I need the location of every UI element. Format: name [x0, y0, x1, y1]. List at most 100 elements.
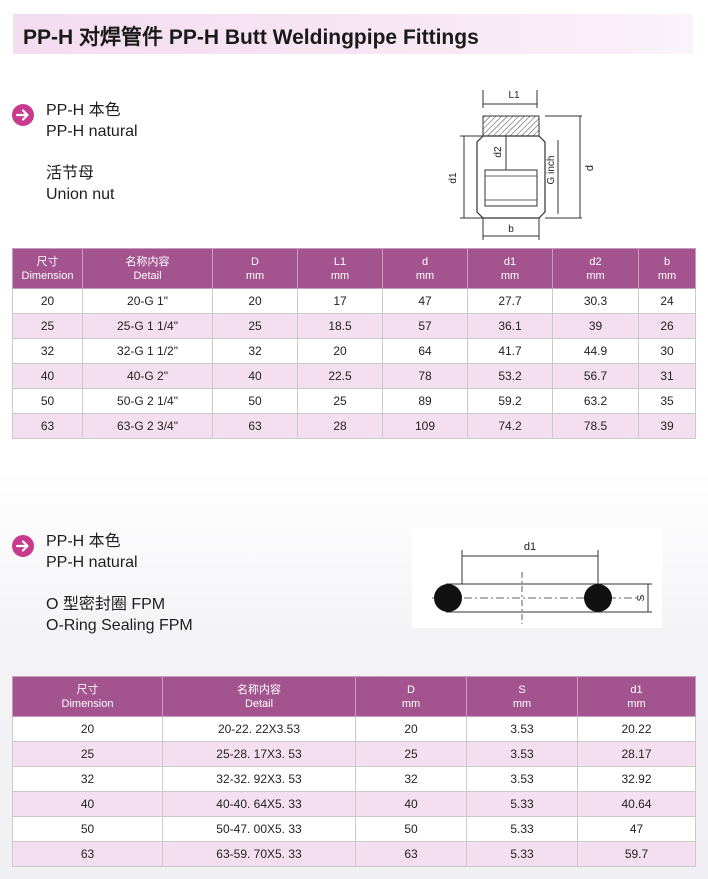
table-cell: 78.5: [552, 413, 639, 439]
table-cell: 47: [577, 816, 696, 842]
table-cell: 63-59. 70X5. 33: [162, 841, 356, 867]
table-cell: 56.7: [552, 363, 639, 389]
table-cell: 36.1: [467, 313, 553, 339]
table-cell: 25: [355, 741, 467, 767]
table-cell: 3.53: [466, 766, 578, 792]
diagram-label-d: d: [584, 165, 596, 171]
table-cell: 25: [12, 313, 83, 339]
table-cell: 41.7: [467, 338, 553, 364]
table-cell: 32.92: [577, 766, 696, 792]
diagram-label-b: b: [508, 224, 514, 235]
diagram-label-d2: d2: [493, 146, 504, 158]
table-cell: 109: [382, 413, 468, 439]
table-cell: 25: [12, 741, 163, 767]
product-name-en: Union nut: [46, 186, 115, 203]
diagram-label-g-inch: G inch: [546, 156, 557, 185]
table-cell: 50: [12, 816, 163, 842]
table-cell: 40: [212, 363, 298, 389]
table-cell: 27.7: [467, 288, 553, 314]
title-banner: PP-H 对焊管件 PP-H Butt Weldingpipe Fittings: [13, 14, 693, 54]
diagram-label-l1: L1: [508, 90, 520, 101]
table-cell: 25: [212, 313, 298, 339]
table-cell: 20-G 1": [82, 288, 213, 314]
table-cell: 5.33: [466, 816, 578, 842]
material-label-cn: PP-H 本色: [46, 102, 121, 119]
table-cell: 59.7: [577, 841, 696, 867]
table-cell: 5.33: [466, 841, 578, 867]
table-cell: 20.22: [577, 716, 696, 742]
material-label-cn: PP-H 本色: [46, 533, 121, 550]
table-cell: 57: [382, 313, 468, 339]
table-cell: 50: [212, 388, 298, 414]
table-cell: 26: [638, 313, 696, 339]
table-cell: 28: [297, 413, 383, 439]
table-cell: 40.64: [577, 791, 696, 817]
table-cell: 64: [382, 338, 468, 364]
table-cell: 28.17: [577, 741, 696, 767]
union-nut-diagram: L1 d1 d2 G inch d b: [448, 90, 596, 240]
table-cell: 63.2: [552, 388, 639, 414]
table-cell: 40: [12, 791, 163, 817]
table-cell: 25-G 1 1/4": [82, 313, 213, 339]
table-cell: 39: [552, 313, 639, 339]
o-ring-diagram: d1 S: [412, 528, 662, 628]
table-cell: 44.9: [552, 338, 639, 364]
table-cell: 20: [297, 338, 383, 364]
page-title: PP-H 对焊管件 PP-H Butt Weldingpipe Fittings: [23, 26, 479, 49]
table-cell: 31: [638, 363, 696, 389]
table-cell: 59.2: [467, 388, 553, 414]
table-cell: 50-47. 00X5. 33: [162, 816, 356, 842]
table-cell: 63: [12, 841, 163, 867]
table-cell: 3.53: [466, 741, 578, 767]
table-cell: 25-28. 17X3. 53: [162, 741, 356, 767]
material-label-en: PP-H natural: [46, 123, 138, 140]
table-cell: 25: [297, 388, 383, 414]
table-cell: 32: [12, 766, 163, 792]
arrow-right-icon: [12, 104, 34, 126]
table-cell: 39: [638, 413, 696, 439]
table-cell: 53.2: [467, 363, 553, 389]
table-cell: 40: [355, 791, 467, 817]
arrow-right-icon: [12, 535, 34, 557]
table-cell: 32-G 1 1/2": [82, 338, 213, 364]
table-cell: 30.3: [552, 288, 639, 314]
table-cell: 47: [382, 288, 468, 314]
table-cell: 20-22. 22X3.53: [162, 716, 356, 742]
table-cell: 74.2: [467, 413, 553, 439]
product-name-en: O-Ring Sealing FPM: [46, 617, 193, 634]
table-cell: 50-G 2 1/4": [82, 388, 213, 414]
table-cell: 32: [212, 338, 298, 364]
table-cell: 24: [638, 288, 696, 314]
table-cell: 20: [212, 288, 298, 314]
table-cell: 30: [638, 338, 696, 364]
table-cell: 40-G 2": [82, 363, 213, 389]
table-cell: 63: [12, 413, 83, 439]
product-name-cn: 活节母: [46, 165, 95, 182]
table-cell: 40-40. 64X5. 33: [162, 791, 356, 817]
table-cell: 32-32. 92X3. 53: [162, 766, 356, 792]
table-cell: 20: [355, 716, 467, 742]
